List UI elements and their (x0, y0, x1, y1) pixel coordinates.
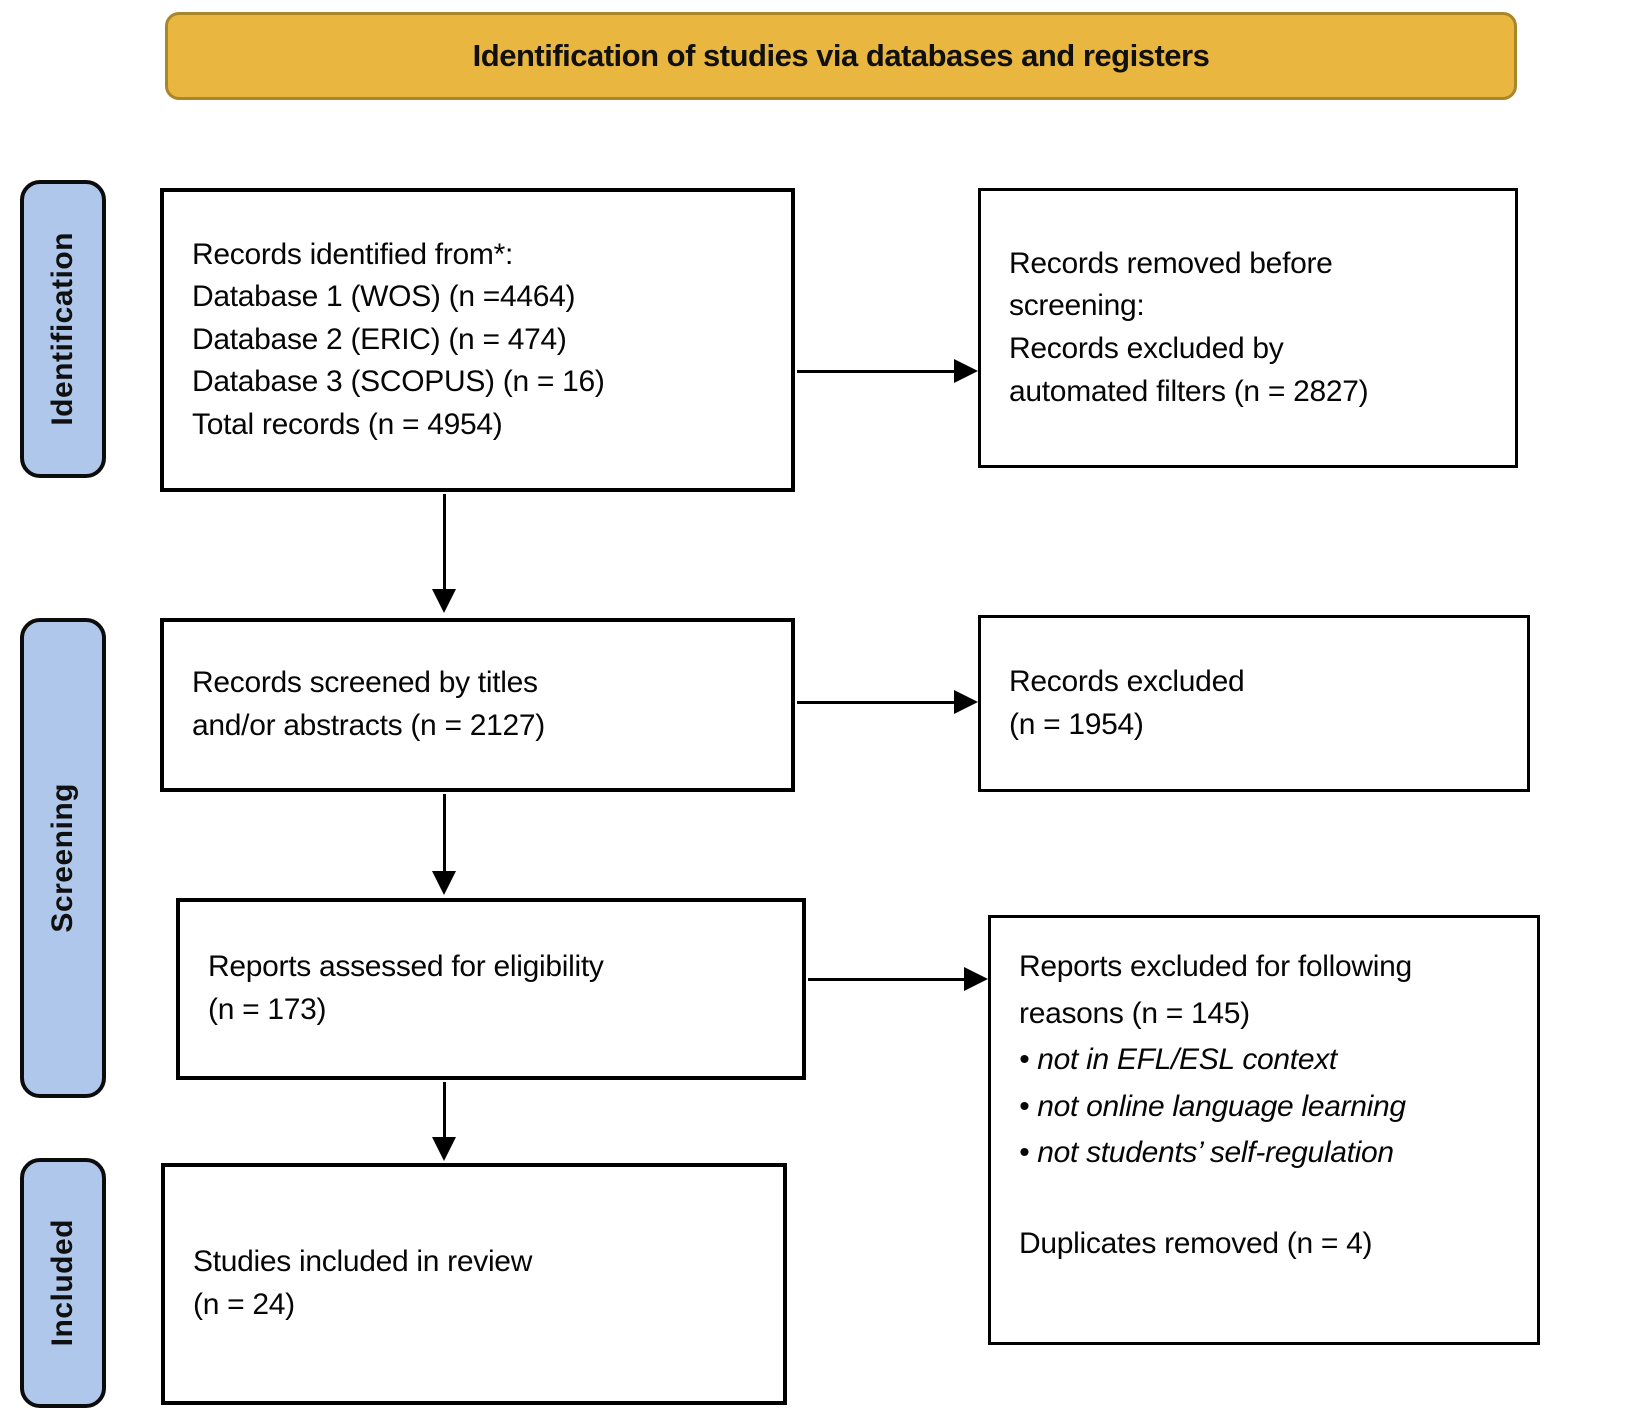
stage-label-screening-text: Screening (46, 783, 79, 933)
box-duplicates-removed-line: Duplicates removed (n = 4) (1019, 1226, 1373, 1260)
box-records-identified: Records identified from*: Database 1 (WO… (160, 188, 795, 492)
box-reports-excluded-bullet: • not online language learning (1019, 1089, 1406, 1123)
box-records-removed-line: automated filters (n = 2827) (1009, 374, 1369, 408)
box-records-screened: Records screened by titles and/or abstra… (160, 618, 795, 792)
box-reports-excluded-line: reasons (n = 145) (1019, 996, 1250, 1030)
box-records-screened-line: Records screened by titles (192, 666, 538, 700)
box-reports-assessed-line: Reports assessed for eligibility (208, 950, 604, 984)
box-reports-excluded-line: Reports excluded for following (1019, 950, 1412, 983)
box-records-identified-line: Records identified from*: (192, 237, 513, 271)
arrow-head-right-icon (954, 690, 978, 714)
arrow-head-down-icon (432, 871, 456, 895)
box-studies-included-line: Studies included in review (193, 1245, 533, 1279)
box-records-excluded-line: (n = 1954) (1009, 707, 1144, 741)
stage-label-identification-text: Identification (46, 232, 79, 426)
arrow-head-right-icon (964, 967, 988, 991)
box-records-screened-line: and/or abstracts (n = 2127) (192, 709, 545, 742)
box-records-removed-line: Records excluded by (1009, 332, 1284, 365)
arrow-head-down-icon (432, 589, 456, 613)
stage-label-screening: Screening (20, 618, 106, 1098)
box-records-identified-line: Total records (n = 4954) (192, 407, 503, 441)
diagram-title: Identification of studies via databases … (472, 38, 1210, 73)
box-reports-excluded-bullet: • not students’ self-regulation (1019, 1136, 1394, 1169)
arrow-line (443, 794, 446, 872)
box-studies-included-line: (n = 24) (193, 1288, 295, 1321)
arrow-head-right-icon (954, 359, 978, 383)
box-reports-excluded: Reports excluded for following reasons (… (988, 915, 1540, 1345)
arrow-line (797, 701, 955, 704)
arrow-line (808, 978, 965, 981)
box-reports-assessed: Reports assessed for eligibility (n = 17… (176, 898, 806, 1080)
stage-label-included: Included (20, 1158, 106, 1408)
arrow-head-down-icon (432, 1137, 456, 1161)
box-records-excluded-line: Records excluded (1009, 664, 1245, 698)
box-records-identified-line: Database 2 (ERIC) (n = 474) (192, 322, 567, 356)
box-records-excluded: Records excluded (n = 1954) (978, 615, 1530, 792)
box-records-removed-line: Records removed before (1009, 246, 1333, 280)
title-banner: Identification of studies via databases … (165, 12, 1517, 100)
box-records-identified-line: Database 1 (WOS) (n =4464) (192, 280, 576, 314)
box-records-identified-line: Database 3 (SCOPUS) (n = 16) (192, 365, 605, 399)
box-reports-assessed-line: (n = 173) (208, 993, 327, 1026)
box-reports-excluded-bullet: • not in EFL/ESL context (1019, 1043, 1337, 1076)
box-records-removed-before-screening: Records removed before screening: Record… (978, 188, 1518, 468)
stage-label-included-text: Included (46, 1219, 79, 1347)
stage-label-identification: Identification (20, 180, 106, 478)
arrow-line (443, 494, 446, 590)
arrow-line (797, 370, 955, 373)
box-records-removed-line: screening: (1009, 289, 1145, 323)
arrow-line (443, 1082, 446, 1138)
box-studies-included: Studies included in review (n = 24) (161, 1163, 787, 1405)
